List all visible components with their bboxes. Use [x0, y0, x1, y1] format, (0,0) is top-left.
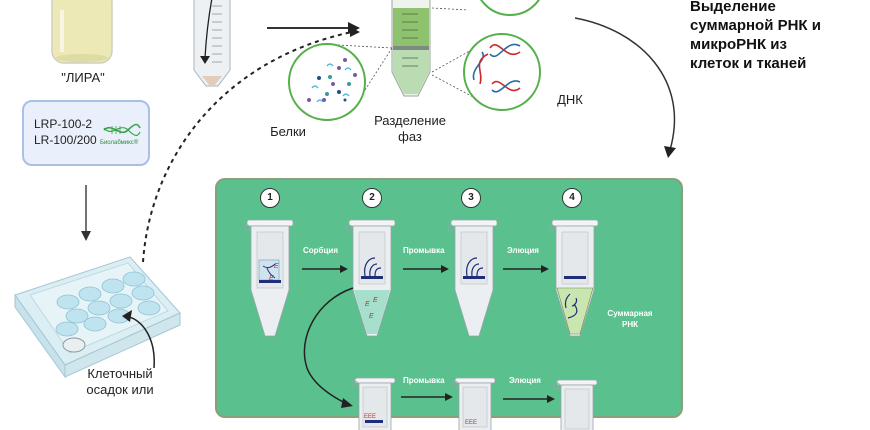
dna-label: ДНК — [557, 92, 583, 107]
sample-pointer-arrow — [122, 310, 155, 369]
arrow-wash — [403, 265, 449, 273]
arrow-elution — [503, 265, 549, 273]
kit-codes: LRP-100-2 LR-100/200 — [34, 116, 97, 148]
phase-separation-tube — [391, 0, 431, 97]
enzyme-marker: EEE — [364, 414, 376, 420]
arrow-sorption — [302, 265, 348, 273]
total-rna-label: Суммарная РНК — [607, 309, 653, 329]
sample-label: Клеточный осадок или — [86, 366, 154, 397]
spin-column-tube-mirna-2: EEE — [451, 377, 496, 430]
protocol-panel: 1 2 3 4 E E E E E — [215, 178, 683, 430]
dna-logo-icon — [103, 123, 141, 137]
arrow-label-wash: Промывка — [403, 246, 445, 255]
spin-column-tube-2: E E E — [345, 219, 396, 337]
collection-tube-total-rna — [548, 219, 599, 337]
rna-zoom-circle — [480, 0, 540, 16]
enzyme-marker: E — [373, 297, 378, 304]
arrow-label-sorption: Сорбция — [303, 246, 338, 255]
kit-box: LRP-100-2 LR-100/200 Биолабмикс® — [22, 100, 150, 166]
well-plate — [14, 256, 181, 379]
zoom-guides — [337, 7, 476, 99]
enzyme-marker: E — [365, 301, 370, 308]
step-number: 3 — [461, 188, 481, 208]
protein-zoom-circle — [288, 43, 366, 121]
step-number: 2 — [362, 188, 382, 208]
arrow-label-elution: Элюция — [507, 246, 539, 255]
step-number: 4 — [562, 188, 582, 208]
phase-separation-label: Разделение фаз — [374, 113, 446, 144]
spin-column-tube-mirna-1: EEE — [351, 377, 396, 430]
enzyme-marker: E — [369, 313, 374, 320]
dotted-flow-arrow — [142, 17, 676, 263]
collection-tube-mirna — [553, 379, 598, 430]
proteins-label: Белки — [270, 124, 306, 139]
page-title: Выделение суммарной РНК и микроРНК из кл… — [690, 0, 821, 72]
reagent-tube — [51, 0, 113, 64]
enzyme-marker: E — [274, 263, 279, 270]
arrow-label-wash-mirna: Промывка — [403, 376, 445, 385]
spin-column-tube-3 — [447, 219, 498, 337]
reagent-label: "ЛИРА" — [61, 70, 105, 85]
enzyme-marker: E — [269, 275, 274, 282]
arrow-label-elution-mirna: Элюция — [509, 376, 541, 385]
dna-zoom-circle — [463, 33, 541, 111]
enzyme-marker: EEE — [465, 420, 477, 426]
centrifuge-tube — [193, 0, 231, 87]
kit-code: LRP-100-2 — [34, 117, 93, 131]
arrow-down — [81, 185, 91, 241]
kit-code: LR-100/200 — [34, 133, 97, 147]
spin-column-tube-1: E E — [243, 219, 294, 337]
brand-name: Биолабмикс® — [100, 140, 139, 146]
arrow-elution-mirna — [503, 395, 555, 403]
arrow-wash-mirna — [401, 393, 453, 401]
step-number: 1 — [260, 188, 280, 208]
